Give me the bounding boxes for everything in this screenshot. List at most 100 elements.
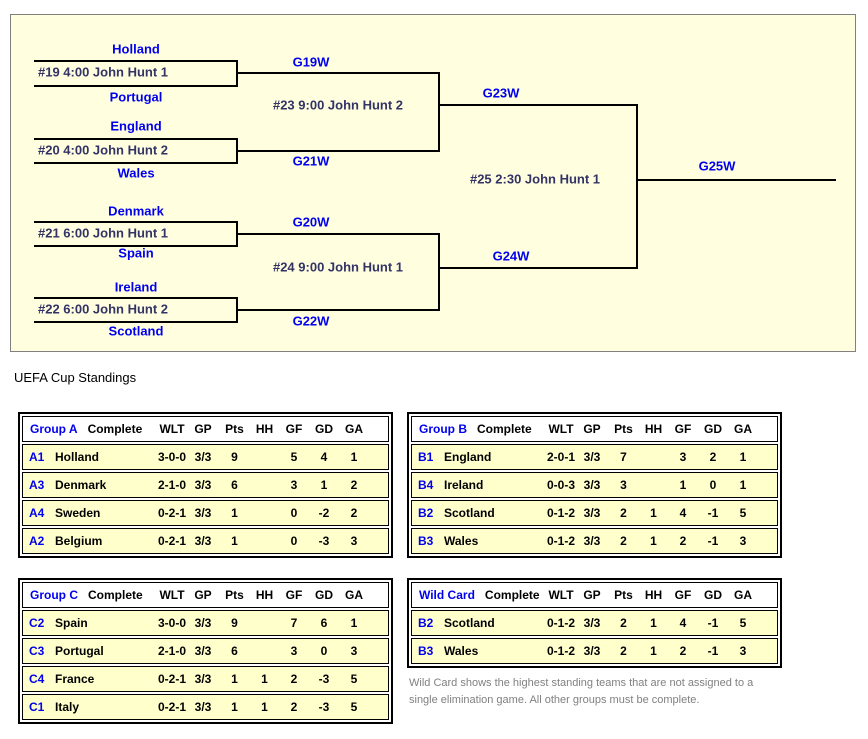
bracket-line xyxy=(34,60,238,62)
team-label-england: England xyxy=(110,118,162,134)
wlt-value: 2-0-1 xyxy=(546,450,575,464)
wlt-value: 2-1-0 xyxy=(157,644,186,658)
gp-value: 3/3 xyxy=(583,534,601,548)
gf-value: 3 xyxy=(290,478,298,492)
winner-label-g19w: G19W xyxy=(292,54,330,70)
ga-value: 3 xyxy=(350,644,358,658)
col-header-gp: GP xyxy=(583,422,601,436)
gd-value: 0 xyxy=(709,478,717,492)
col-header-gf: GF xyxy=(285,588,303,602)
standings-table-group-b: Group B Complete WLT GP Pts HH GF GD GA … xyxy=(407,412,782,558)
standings-table-group-a: Group A Complete WLT GP Pts HH GF GD GA … xyxy=(18,412,393,558)
group-status: Complete xyxy=(484,588,540,602)
bracket-line xyxy=(236,138,238,164)
seed-label: B2 xyxy=(418,616,434,630)
gf-value: 7 xyxy=(290,616,298,630)
col-header-ga: GA xyxy=(345,422,363,436)
bracket-line xyxy=(34,138,238,140)
standings-row: C3 Portugal 2-1-0 3/3 6 3 0 3 xyxy=(22,638,389,664)
page-title: UEFA Cup Standings xyxy=(14,370,137,385)
gp-value: 3/3 xyxy=(194,644,212,658)
wlt-value: 0-0-3 xyxy=(546,478,575,492)
team-name: Spain xyxy=(55,616,88,630)
seed-label: A2 xyxy=(29,534,45,548)
standings-row: B2 Scotland 0-1-2 3/3 2 1 4 -1 5 xyxy=(411,500,778,526)
seed-label: C1 xyxy=(29,700,45,714)
team-name: Wales xyxy=(444,534,479,548)
wlt-value: 0-2-1 xyxy=(157,534,186,548)
pts-value: 1 xyxy=(231,700,238,714)
gf-value: 4 xyxy=(679,506,687,520)
standings-row: C4 France 0-2-1 3/3 1 1 2 -3 5 xyxy=(22,666,389,692)
seed-label: C4 xyxy=(29,672,45,686)
wlt-value: 0-2-1 xyxy=(157,672,186,686)
team-name: Scotland xyxy=(444,616,495,630)
gf-value: 2 xyxy=(679,534,687,548)
match-info-21: #21 6:00 John Hunt 1 xyxy=(38,225,169,241)
gp-value: 3/3 xyxy=(583,616,601,630)
col-header-gp: GP xyxy=(194,588,212,602)
ga-value: 1 xyxy=(739,478,747,492)
col-header-pts: Pts xyxy=(614,588,633,602)
wlt-value: 2-1-0 xyxy=(157,478,186,492)
bracket-line xyxy=(236,221,238,247)
wlt-value: 0-1-2 xyxy=(546,506,575,520)
standings-row: B3 Wales 0-1-2 3/3 2 1 2 -1 3 xyxy=(411,638,778,664)
match-info-20: #20 4:00 John Hunt 2 xyxy=(38,142,169,158)
team-label-holland: Holland xyxy=(112,41,160,57)
match-info-22: #22 6:00 John Hunt 2 xyxy=(38,301,169,317)
ga-value: 1 xyxy=(350,450,358,464)
winner-label-g22w: G22W xyxy=(292,313,330,329)
group-name: Group A xyxy=(30,422,78,436)
gd-value: -3 xyxy=(318,534,330,548)
bracket-line xyxy=(238,233,438,235)
team-label-wales: Wales xyxy=(117,165,155,181)
gf-value: 3 xyxy=(290,644,298,658)
gd-value: 0 xyxy=(320,644,328,658)
seed-label: A1 xyxy=(29,450,45,464)
bracket-line xyxy=(236,297,238,323)
gd-value: -1 xyxy=(707,534,719,548)
elimination-bracket: Holland #19 4:00 John Hunt 1 Portugal G1… xyxy=(10,14,856,352)
gf-value: 3 xyxy=(679,450,687,464)
col-header-gf: GF xyxy=(674,588,692,602)
pts-value: 2 xyxy=(620,506,627,520)
team-label-spain: Spain xyxy=(118,245,154,261)
table-header: Group B Complete WLT GP Pts HH GF GD GA xyxy=(411,416,778,442)
gf-value: 2 xyxy=(679,644,687,658)
ga-value: 5 xyxy=(350,672,358,686)
col-header-gd: GD xyxy=(704,588,722,602)
winner-label-g25w: G25W xyxy=(698,158,736,174)
group-name: Group C xyxy=(30,588,78,602)
bracket-line xyxy=(636,104,638,269)
pts-value: 2 xyxy=(620,616,627,630)
team-label-denmark: Denmark xyxy=(108,203,164,219)
gd-value: 6 xyxy=(320,616,328,630)
table-header: Group A Complete WLT GP Pts HH GF GD GA xyxy=(22,416,389,442)
seed-label: C3 xyxy=(29,644,45,658)
gp-value: 3/3 xyxy=(194,534,212,548)
col-header-ga: GA xyxy=(734,588,752,602)
col-header-hh: HH xyxy=(255,422,274,436)
group-status: Complete xyxy=(88,588,143,602)
gd-value: -3 xyxy=(318,672,330,686)
winner-label-g20w: G20W xyxy=(292,214,330,230)
col-header-hh: HH xyxy=(255,588,274,602)
standings-row: C2 Spain 3-0-0 3/3 9 7 6 1 xyxy=(22,610,389,636)
team-name: England xyxy=(444,450,492,464)
gd-value: -3 xyxy=(318,700,330,714)
gf-value: 2 xyxy=(290,672,298,686)
team-name: Scotland xyxy=(444,506,495,520)
gp-value: 3/3 xyxy=(583,644,601,658)
pts-value: 7 xyxy=(620,450,627,464)
col-header-ga: GA xyxy=(345,588,363,602)
gp-value: 3/3 xyxy=(194,700,212,714)
gd-value: 4 xyxy=(320,450,328,464)
standings-row: B1 England 2-0-1 3/3 7 3 2 1 xyxy=(411,444,778,470)
gp-value: 3/3 xyxy=(583,478,601,492)
bracket-line xyxy=(638,179,836,181)
standings-row: A1 Holland 3-0-0 3/3 9 5 4 1 xyxy=(22,444,389,470)
wlt-value: 0-1-2 xyxy=(546,644,575,658)
team-label-portugal: Portugal xyxy=(109,89,163,105)
